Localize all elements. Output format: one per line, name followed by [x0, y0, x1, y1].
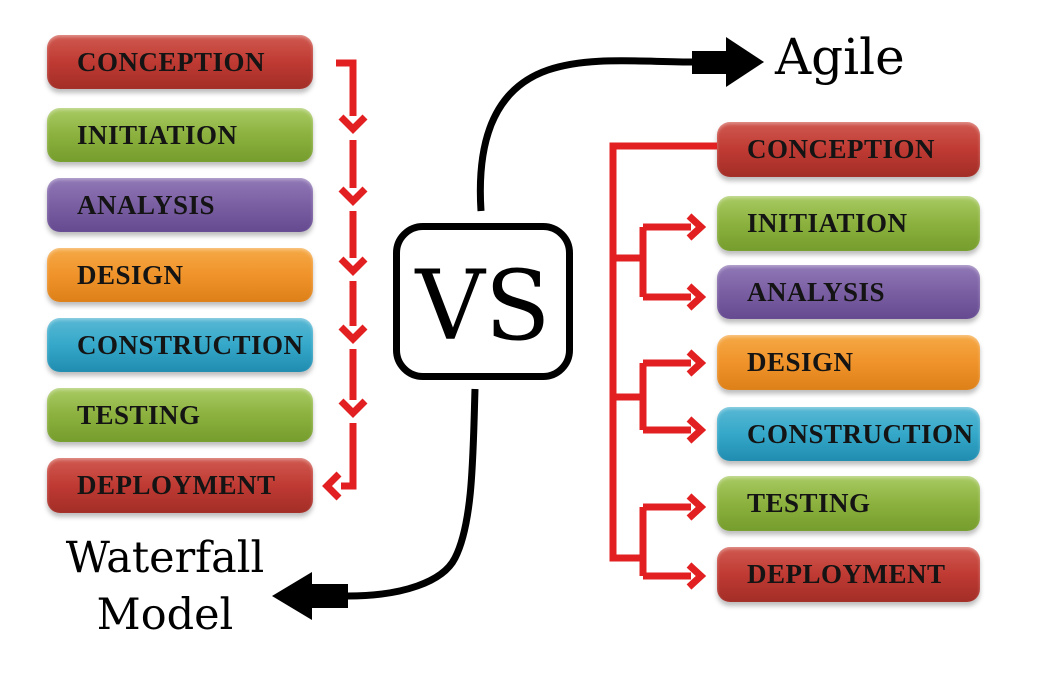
agile-stage-analysis: ANALYSIS	[717, 265, 980, 319]
right-arrowhead-icon	[686, 283, 707, 311]
waterfall-flow-arrows	[322, 59, 368, 501]
stage-label: INITIATION	[77, 119, 238, 150]
stage-label: TESTING	[77, 399, 201, 430]
waterfall-stage-analysis: ANALYSIS	[47, 178, 313, 232]
vs-to-agile-curve	[476, 57, 695, 212]
stage-label: DEPLOYMENT	[77, 470, 276, 500]
stage-label: ANALYSIS	[747, 276, 886, 307]
stage-label: INITIATION	[747, 208, 908, 238]
waterfall-title-line2: Model	[96, 590, 234, 640]
waterfall-stage-initiation: INITIATION	[47, 108, 313, 162]
flow-arrow-conception-to-initiation	[336, 59, 357, 116]
stage-label: CONCEPTION	[747, 134, 936, 164]
arrow-shaft	[310, 584, 348, 608]
right-arrowhead-icon	[686, 213, 707, 241]
left-arrowhead-icon	[322, 471, 342, 501]
right-arrowhead-icon	[686, 416, 707, 444]
stage-label: TESTING	[747, 488, 871, 518]
down-arrowhead-icon	[338, 398, 368, 418]
waterfall-stage-construction: CONSTRUCTION	[47, 318, 313, 372]
agile-stage-testing: TESTING	[717, 476, 980, 531]
down-arrowhead-icon	[338, 114, 368, 134]
agile-title: Agile	[775, 28, 905, 86]
waterfall-title-line1: Waterfall	[65, 533, 265, 583]
agile-stage-conception: CONCEPTION	[717, 122, 980, 177]
stage-label: CONSTRUCTION	[747, 418, 974, 449]
stage-label: ANALYSIS	[77, 189, 216, 220]
stage-label: DESIGN	[747, 347, 854, 377]
vs-label: VS	[415, 249, 551, 362]
flow-arrow-testing-to-deployment	[341, 423, 357, 490]
right-arrowhead-icon	[686, 349, 707, 377]
agile-main-spine	[609, 142, 717, 562]
waterfall-stage-testing: TESTING	[47, 388, 313, 442]
agile-iteration-connectors	[609, 142, 717, 590]
waterfall-stage-deployment: DEPLOYMENT	[47, 458, 313, 513]
agile-stage-deployment: DEPLOYMENT	[717, 547, 980, 602]
down-arrowhead-icon	[338, 324, 368, 344]
stage-label: DEPLOYMENT	[747, 559, 946, 589]
stage-label: DESIGN	[77, 259, 184, 290]
vs-box: VS	[393, 223, 573, 380]
right-arrowhead-icon	[726, 37, 764, 87]
vs-to-waterfall-curve	[347, 388, 479, 600]
stage-label: CONSTRUCTION	[77, 329, 304, 360]
agile-stage-design: DESIGN	[717, 335, 980, 390]
right-arrowhead-icon	[686, 493, 707, 521]
arrow-shaft	[692, 51, 726, 74]
waterfall-stage-design: DESIGN	[47, 248, 313, 302]
waterfall-stage-conception: CONCEPTION	[47, 35, 313, 89]
right-arrowhead-icon	[686, 562, 707, 590]
agile-stage-construction: CONSTRUCTION	[717, 407, 980, 461]
stage-label: CONCEPTION	[77, 46, 266, 77]
agile-stage-initiation: INITIATION	[717, 196, 980, 251]
down-arrowhead-icon	[338, 186, 368, 206]
down-arrowhead-icon	[338, 256, 368, 276]
waterfall-title: Waterfall Model	[40, 530, 290, 644]
